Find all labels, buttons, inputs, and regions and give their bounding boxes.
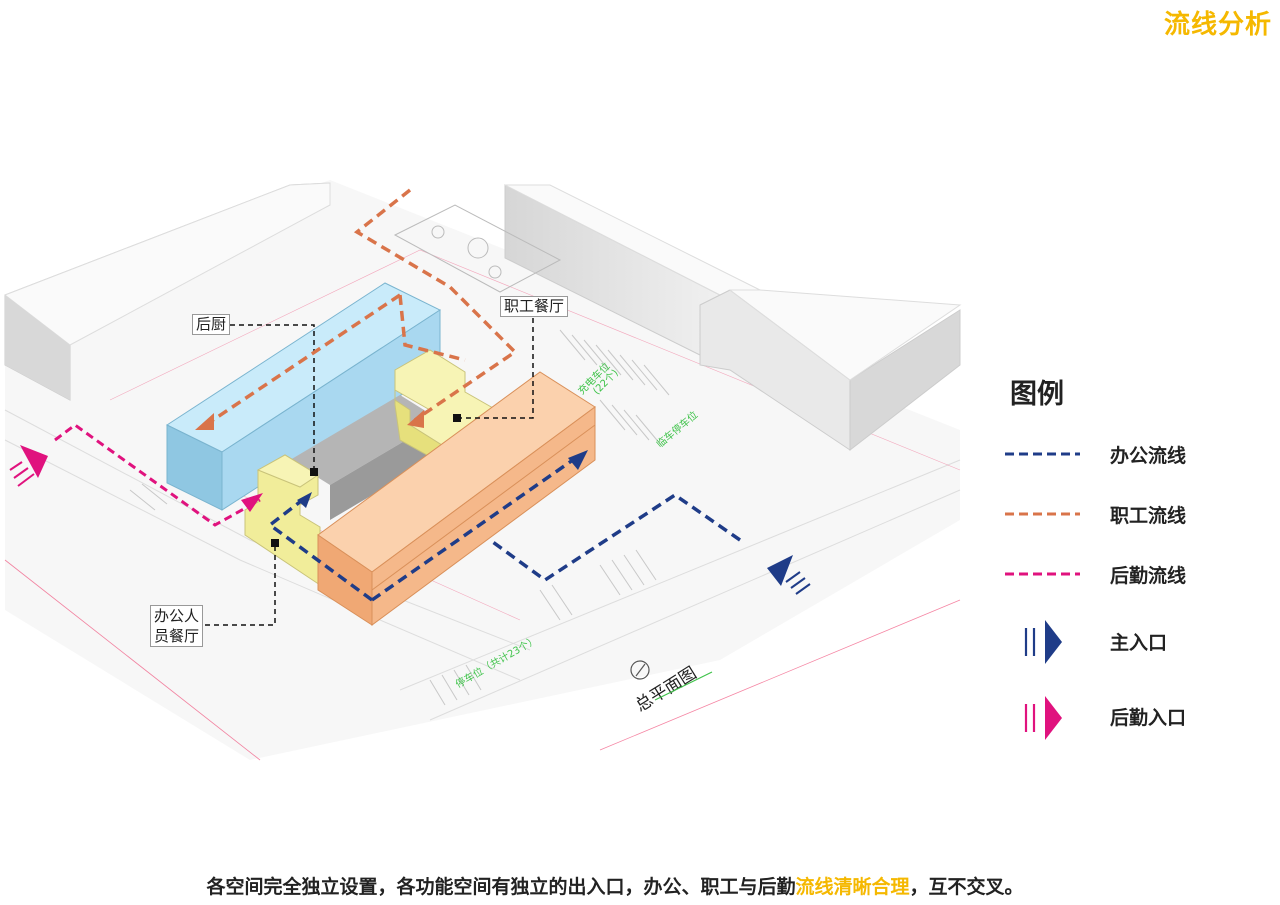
- legend-label-office-route: 办公流线: [1110, 445, 1187, 467]
- caption-highlight: 流线清晰合理: [795, 876, 910, 898]
- office-canteen-callout-line1: 办公人: [154, 607, 200, 625]
- legend-logistics-entrance-icon: [1024, 696, 1062, 740]
- legend-label-logistics-route: 后勤流线: [1110, 565, 1187, 587]
- office-route-arrows: [297, 450, 588, 508]
- page-title: 流线分析: [1163, 10, 1272, 40]
- logistics-arrow-icon: [241, 493, 263, 512]
- callout-leaders: [205, 318, 534, 626]
- staff-arrow-icon: [407, 410, 424, 428]
- kitchen-callout: 后厨: [192, 314, 231, 335]
- legend-title: 图例: [1010, 379, 1064, 410]
- office-arrow-icon: [568, 450, 588, 470]
- office-canteen-callout: 办公人 员餐厅: [150, 605, 204, 647]
- callout-markers: [271, 414, 461, 547]
- legend-label-main-entrance: 主入口: [1110, 632, 1168, 654]
- logistics-entrance-marker: [9, 445, 48, 487]
- staff-canteen-callout: 职工餐厅: [500, 296, 569, 317]
- legend-main-entrance-icon: [1024, 620, 1062, 664]
- parking-stalls: [129, 329, 670, 706]
- basketball-court: [393, 204, 562, 293]
- office-route: [267, 453, 741, 602]
- logistics-route-arrow: [241, 493, 263, 512]
- staff-route: [209, 188, 518, 424]
- caption-text-end: ，互不交叉。: [909, 876, 1024, 898]
- caption-text: 各空间完全独立设置，各功能空间有独立的出入口，办公、职工与后勤: [206, 876, 796, 898]
- caption: 各空间完全独立设置，各功能空间有独立的出入口，办公、职工与后勤流线清晰合理，互不…: [0, 872, 1230, 899]
- legend-label-logistics-entrance: 后勤入口: [1110, 707, 1187, 729]
- staff-arrow-icon: [195, 413, 214, 430]
- main-entrance-marker: [767, 555, 811, 595]
- north-arrow-icon: [630, 660, 650, 680]
- office-canteen-callout-line2: 员餐厅: [154, 627, 200, 645]
- office-arrow-icon: [297, 492, 312, 508]
- legend-symbols: [1005, 452, 1080, 740]
- logistics-route: [54, 423, 261, 527]
- staff-route-arrows: [195, 410, 424, 430]
- surrounding-buildings: [3, 182, 962, 452]
- legend-label-staff-route: 职工流线: [1110, 505, 1187, 527]
